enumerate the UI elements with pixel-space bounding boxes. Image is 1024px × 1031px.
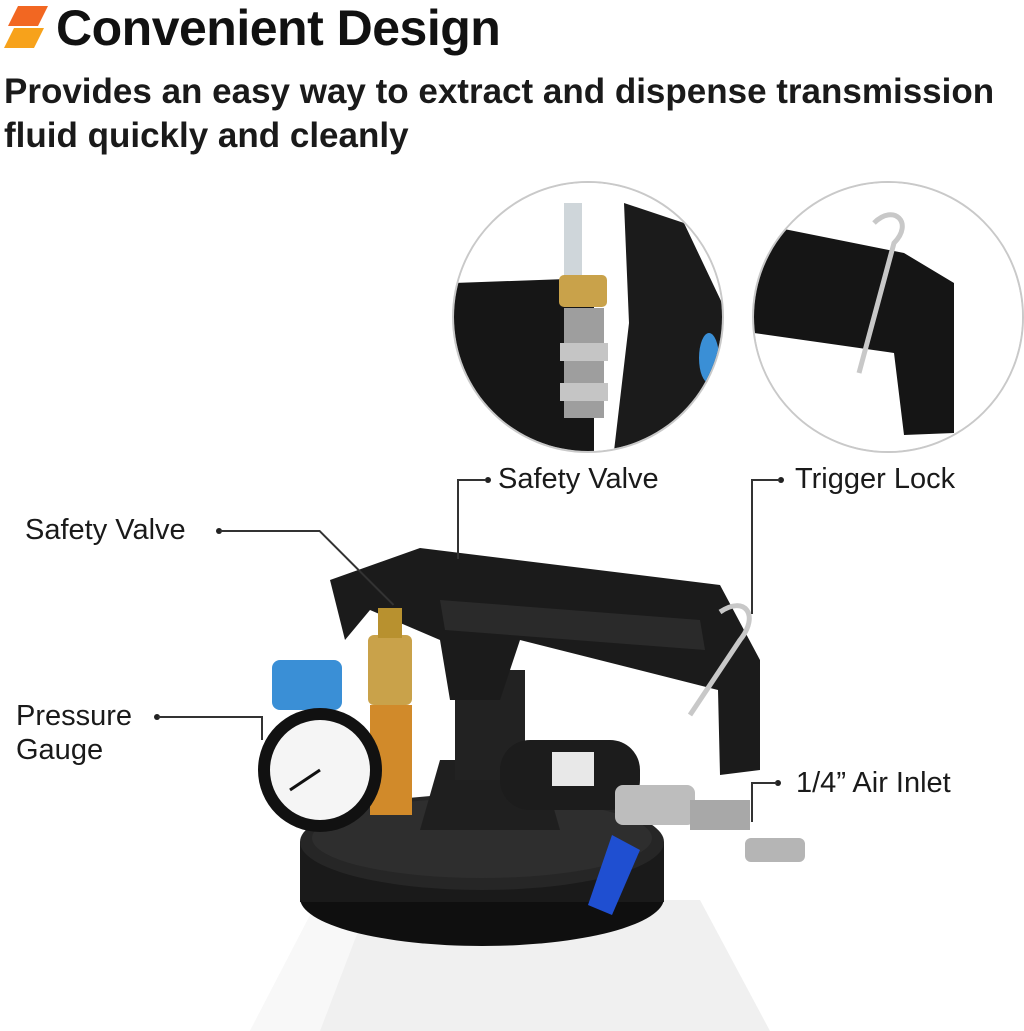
inset-safety-valve	[452, 181, 724, 453]
callout-dot	[775, 780, 781, 786]
inset-trigger-lock	[752, 181, 1024, 453]
label-trigger-lock: Trigger Lock	[795, 463, 956, 495]
leader-line	[318, 530, 395, 606]
callout-dot	[154, 714, 160, 720]
leader-line	[752, 479, 780, 481]
label-safety-valve-left: Safety Valve	[25, 514, 186, 546]
leader-line	[751, 479, 753, 614]
label-safety-valve-top: Safety Valve	[498, 463, 659, 495]
page-subtitle: Provides an easy way to extract and disp…	[4, 72, 995, 155]
logo-slash-icon	[4, 6, 48, 48]
safety-valve-closeup	[454, 183, 722, 451]
leader-line	[220, 530, 320, 532]
callout-dot	[778, 477, 784, 483]
leader-line	[261, 716, 263, 740]
leader-line	[458, 479, 486, 481]
leader-line	[457, 479, 459, 559]
page-title: Convenient Design	[56, 0, 501, 56]
callout-dot	[216, 528, 222, 534]
trigger-lock-closeup	[754, 183, 1022, 451]
leader-line	[751, 782, 753, 822]
leader-line	[158, 716, 262, 718]
label-pressure-gauge: Pressure Gauge	[16, 700, 133, 766]
header: Convenient Design Provides an easy way t…	[0, 0, 1024, 170]
callout-dot	[485, 477, 491, 483]
label-air-inlet: 1/4” Air Inlet	[796, 767, 951, 799]
leader-line	[752, 782, 777, 784]
